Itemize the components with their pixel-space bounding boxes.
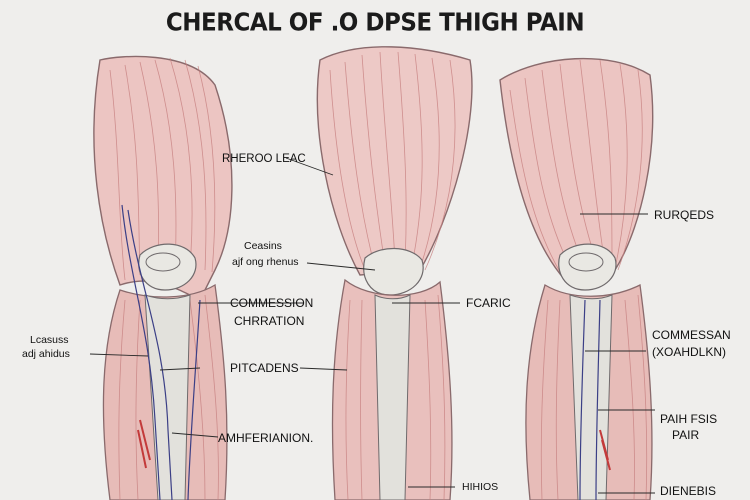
left-kneecap [138,243,197,291]
label-left-small-2: ajf ong rhenus [232,256,299,268]
label-right-pain-2: PAIR [672,428,700,442]
label-right-commession-1: COMMESSAN [652,328,731,342]
label-far-left-2: adj ahidus [22,348,70,360]
right-kneecap [558,243,617,291]
label-center-right: FCARIC [466,296,511,310]
left-vessels [121,204,201,500]
label-right-upper: RURQEDS [654,208,715,222]
label-far-left-1: Lcasuss [30,334,69,346]
label-bottom-center: HIHIOS [462,481,499,493]
left-thigh-striations [109,57,216,281]
label-left-commession-1: COMMESSION [230,296,314,310]
label-right-commession-2: (XOAHDLKN) [652,345,727,359]
left-shin-striations [118,294,219,500]
label-left-commession-2: CHRRATION [234,314,305,328]
right-red-vessel [599,429,611,471]
right-patella-ring [568,252,604,272]
label-bottom-right: DIENEBIS [660,484,717,498]
right-tibia [569,294,613,500]
label-left-small-1: Ceasins [244,240,282,252]
label-left-upper: RHEROO LEAC [222,153,306,165]
left-red-vessel [137,419,151,469]
left-patella-ring [145,252,181,272]
right-shin-striations [540,294,648,500]
right-thigh-striations [509,59,643,273]
center-thigh-striations [329,51,456,271]
left-leg [93,55,233,500]
center-leg [316,46,473,500]
center-kneecap [363,247,424,296]
center-thigh-muscle [316,46,473,276]
label-right-pain-1: PAIH FSIS [660,412,718,426]
label-left-lower: AMHFERIANION. [218,431,314,445]
center-shin-striations [345,294,446,500]
label-left-mid: PITCADENS [230,361,299,375]
right-vessels [579,299,601,500]
center-tibia [374,294,411,500]
leader-lines [89,157,655,494]
right-leg [499,57,654,500]
diagram-title: CHERCAL OF .O DPSE THIGH PAIN [165,8,585,38]
